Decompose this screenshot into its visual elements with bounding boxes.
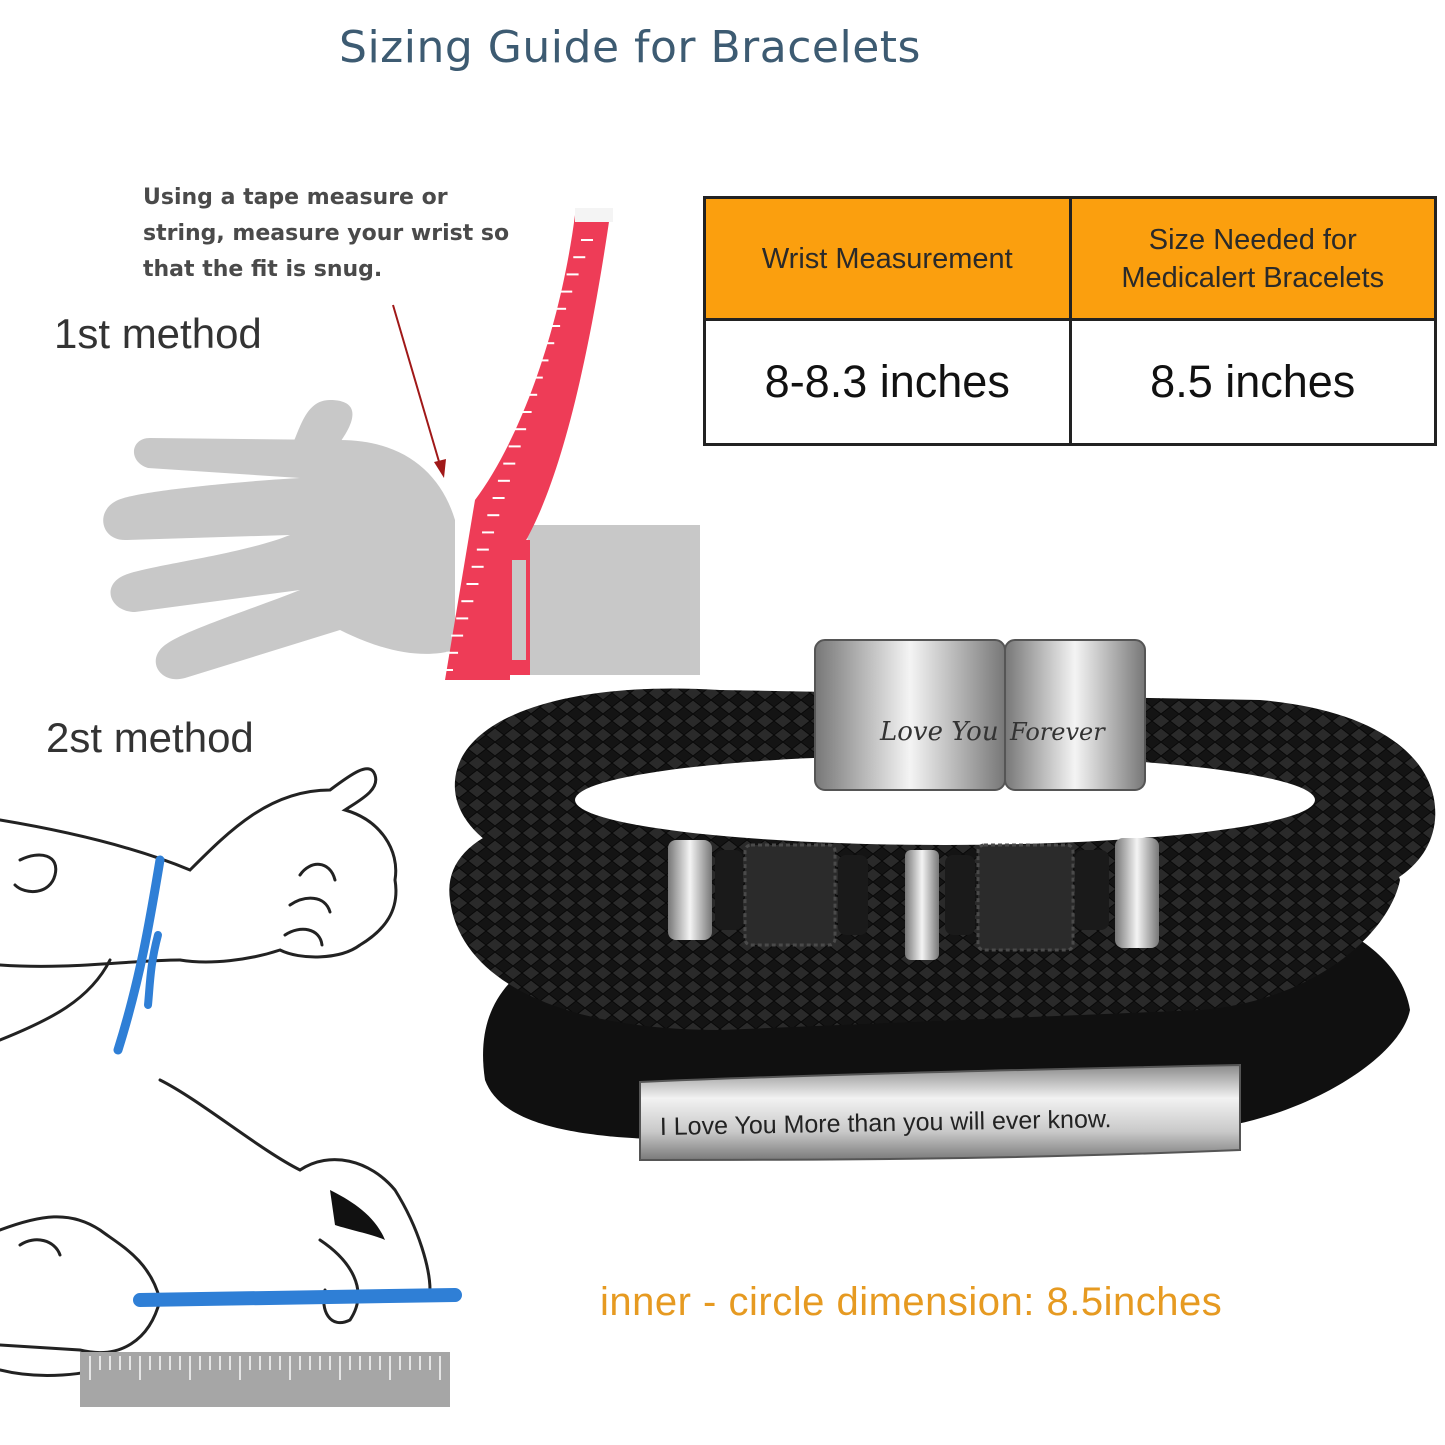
inner-dimension-text: inner - circle dimension: 8.5inches [600,1280,1223,1324]
bracelet-beads [668,838,1159,960]
cell-size-value: 8.5 inches [1068,318,1437,446]
clasp-engraving-right: Forever [1009,718,1106,746]
cell-wrist-value: 8-8.3 inches [703,318,1072,446]
header-size-needed: Size Needed for Medicalert Bracelets [1068,195,1437,322]
header-line: Medicalert Bracelets [1121,261,1385,294]
second-method-label: 2st method [46,714,254,761]
first-method-label: 1st method [54,310,262,357]
page-title: Sizing Guide for Bracelets [339,22,921,73]
header-wrist-measurement: Wrist Measurement [703,195,1072,322]
table-header-row: Wrist Measurement Size Needed for Medica… [703,195,1437,322]
clasp-engraving-left: Love You [879,717,999,747]
table-row: 8-8.3 inches 8.5 inches [703,318,1437,446]
instruction-line: Using a tape measure or [143,185,448,210]
instruction-line: that the fit is snug. [143,257,383,282]
size-table: Wrist Measurement Size Needed for Medica… [703,195,1437,446]
header-line: Size Needed for [1148,223,1357,256]
